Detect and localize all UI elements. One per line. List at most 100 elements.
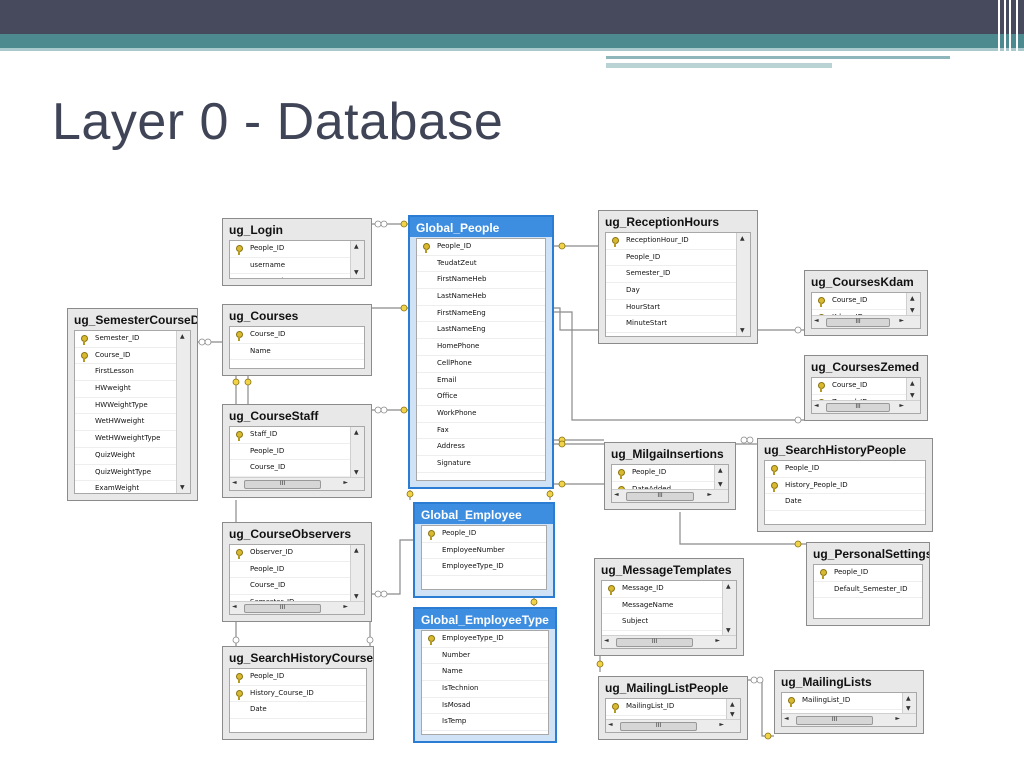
column-row[interactable]: Message_ID xyxy=(602,581,722,598)
scroll-thumb[interactable]: III xyxy=(244,480,321,489)
table-ug-mailinglistpeople[interactable]: ug_MailingListPeopleMailingList_IDPeople… xyxy=(598,676,748,740)
column-row[interactable]: Default_Semester_ID xyxy=(814,582,922,599)
column-row[interactable]: EmployeeNumber xyxy=(422,543,546,560)
column-list[interactable]: People_IDDateAddedIII xyxy=(611,464,729,503)
column-row[interactable]: Name xyxy=(422,664,548,682)
column-row[interactable]: Fax xyxy=(417,423,545,440)
column-row[interactable]: username xyxy=(230,258,350,275)
column-row[interactable]: FirstNameEng xyxy=(417,306,545,323)
column-row[interactable]: HourStart xyxy=(606,300,736,317)
vertical-scrollbar[interactable] xyxy=(726,699,740,720)
column-list[interactable]: People_IDusernamepassword xyxy=(229,240,365,279)
vertical-scrollbar[interactable] xyxy=(736,233,750,336)
column-row[interactable]: MailingList_ID xyxy=(782,693,902,710)
vertical-scrollbar[interactable] xyxy=(906,378,920,401)
column-row[interactable]: Course_ID xyxy=(812,378,906,395)
column-row[interactable]: TeudatZeut xyxy=(417,256,545,273)
horizontal-scrollbar[interactable]: III xyxy=(602,635,736,648)
column-row[interactable]: EmployeeType_ID xyxy=(422,631,548,648)
vertical-scrollbar[interactable] xyxy=(906,293,920,316)
horizontal-scrollbar[interactable]: III xyxy=(812,315,920,328)
column-row[interactable]: People_ID xyxy=(417,239,545,256)
column-row[interactable]: Staff_ID xyxy=(230,427,350,444)
column-row[interactable]: History_People_ID xyxy=(765,478,925,495)
column-row[interactable]: History_Course_ID xyxy=(230,686,366,703)
column-row[interactable]: IsMosad xyxy=(422,698,548,715)
column-row[interactable]: People_ID xyxy=(230,444,350,461)
column-list[interactable]: Observer_IDPeople_IDCourse_IDSemester_ID… xyxy=(229,544,365,615)
scroll-thumb[interactable]: III xyxy=(626,492,694,501)
column-row[interactable]: Course_ID xyxy=(230,578,350,596)
horizontal-scrollbar[interactable]: III xyxy=(230,477,364,490)
column-row[interactable]: CellPhone xyxy=(417,356,545,373)
vertical-scrollbar[interactable] xyxy=(350,545,364,602)
vertical-scrollbar[interactable] xyxy=(350,427,364,478)
column-row[interactable]: password xyxy=(230,274,350,278)
column-row[interactable]: People_ID xyxy=(606,250,736,267)
column-list[interactable]: MailingList_IDMailingList_NameIII xyxy=(781,692,917,727)
column-row[interactable]: Course_ID xyxy=(75,348,176,365)
column-row[interactable]: WetHWweight xyxy=(75,414,176,432)
column-row[interactable]: Name xyxy=(230,344,364,361)
column-row[interactable]: MinuteStart xyxy=(606,316,736,334)
column-row[interactable]: MessageName xyxy=(602,598,722,615)
scroll-thumb[interactable]: III xyxy=(620,722,697,731)
scroll-thumb[interactable]: III xyxy=(796,716,873,725)
horizontal-scrollbar[interactable]: III xyxy=(782,713,916,726)
column-row[interactable]: People_ID xyxy=(230,241,350,258)
column-list[interactable]: Course_IDZemed_IDIII xyxy=(811,377,921,414)
column-row[interactable]: Course_ID xyxy=(230,327,364,344)
column-row[interactable]: People_ID xyxy=(422,526,546,543)
column-row[interactable]: ReceptionHour_ID xyxy=(606,233,736,250)
scroll-thumb[interactable]: III xyxy=(616,638,693,647)
horizontal-scrollbar[interactable]: III xyxy=(612,489,728,502)
column-row[interactable]: HWWeightType xyxy=(75,398,176,415)
column-row[interactable]: Number xyxy=(422,648,548,665)
column-row[interactable]: Subject xyxy=(602,614,722,632)
vertical-scrollbar[interactable] xyxy=(176,331,190,493)
horizontal-scrollbar[interactable]: III xyxy=(606,719,740,732)
horizontal-scrollbar[interactable]: III xyxy=(230,601,364,614)
column-row[interactable]: Course_ID xyxy=(230,460,350,478)
column-row[interactable]: Date xyxy=(765,494,925,512)
column-row[interactable]: LastNameHeb xyxy=(417,289,545,306)
column-row[interactable]: MailingList_ID xyxy=(606,699,726,716)
column-row[interactable]: Semester_ID xyxy=(75,331,176,348)
column-row[interactable]: ExamWeight xyxy=(75,481,176,493)
column-row[interactable]: People_ID xyxy=(230,562,350,579)
vertical-scrollbar[interactable] xyxy=(902,693,916,714)
column-list[interactable]: Course_IDKdam_IDIII xyxy=(811,292,921,329)
column-row[interactable]: FirstNameHeb xyxy=(417,272,545,290)
column-row[interactable]: QuizWeightType xyxy=(75,465,176,482)
column-row[interactable]: WorkPhone xyxy=(417,406,545,423)
table-ug-mailinglists[interactable]: ug_MailingListsMailingList_IDMailingList… xyxy=(774,670,924,734)
column-row[interactable]: People_ID xyxy=(612,465,714,482)
column-row[interactable]: People_ID xyxy=(814,565,922,582)
column-row[interactable]: Semester_ID xyxy=(606,266,736,284)
column-row[interactable]: HomePhone xyxy=(417,339,545,356)
column-list[interactable]: Message_IDMessageNameSubjectTextIII xyxy=(601,580,737,649)
column-row[interactable]: Office xyxy=(417,389,545,406)
column-row[interactable]: Day xyxy=(606,283,736,300)
horizontal-scrollbar[interactable]: III xyxy=(812,400,920,413)
column-row[interactable]: IsTechnion xyxy=(422,681,548,698)
